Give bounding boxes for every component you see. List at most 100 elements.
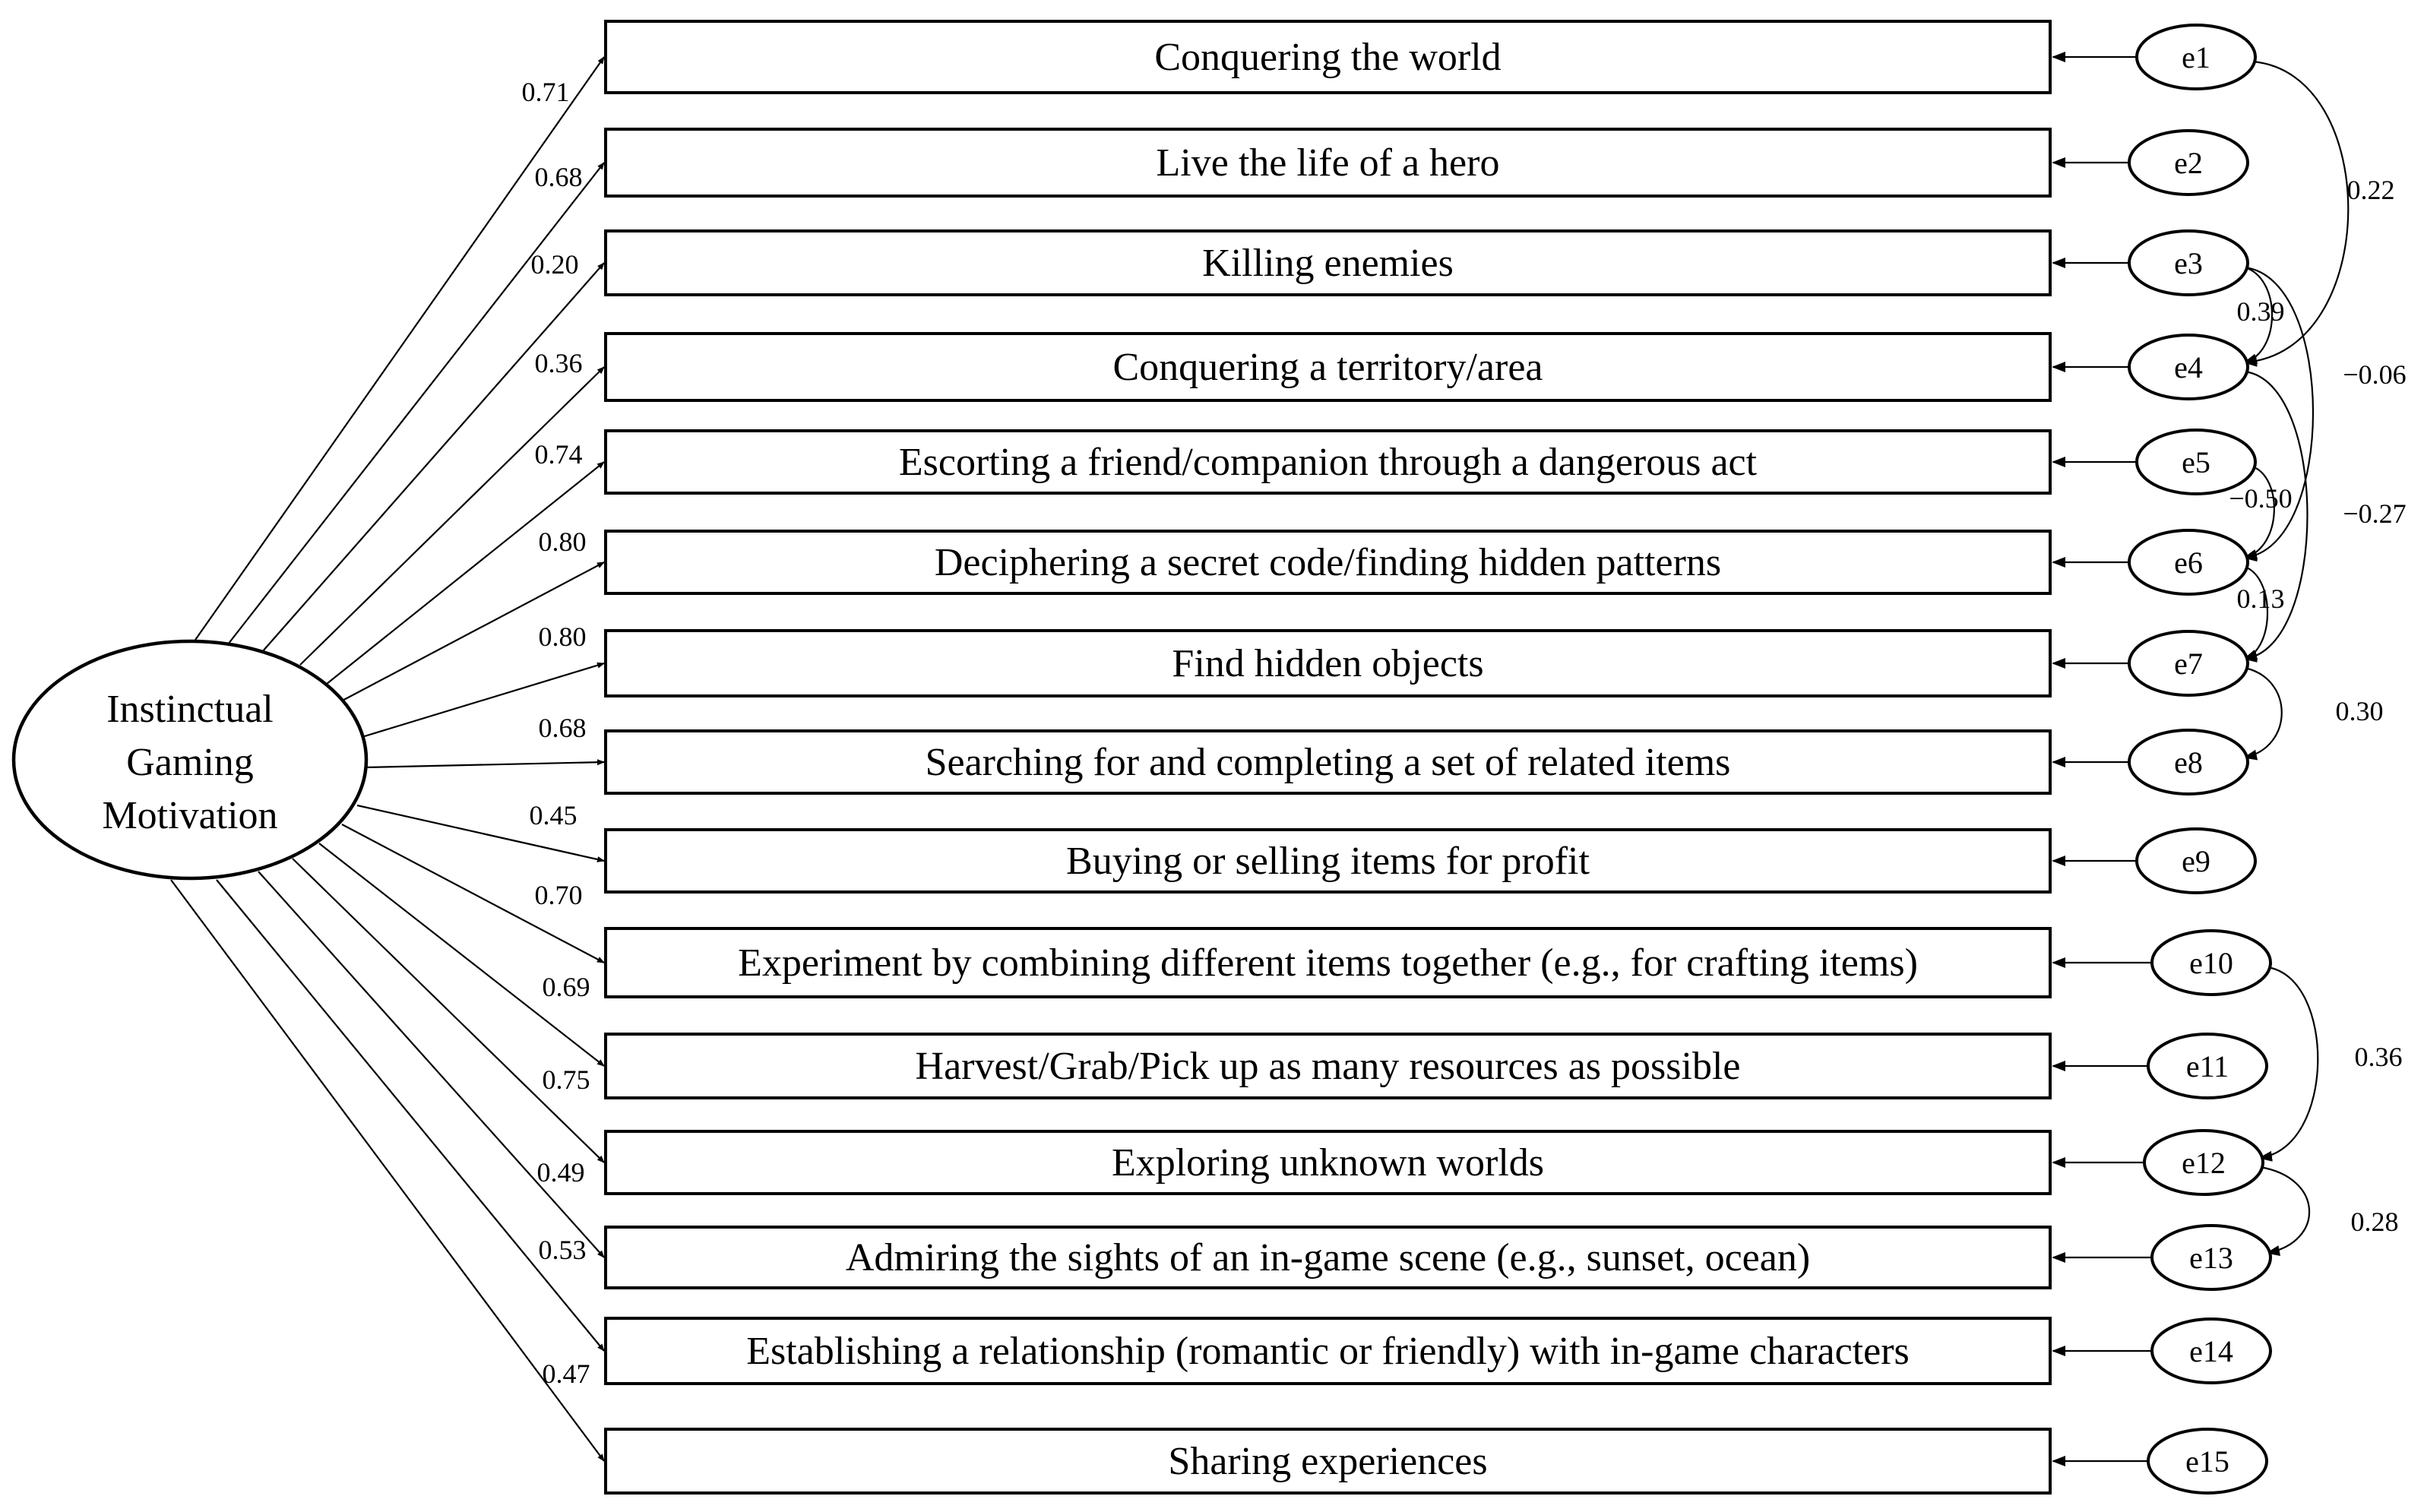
- latent-label-line-3: Motivation: [102, 794, 277, 837]
- covariance-value: −0.50: [2229, 483, 2292, 514]
- error-ellipse: [2150, 1317, 2272, 1384]
- covariance-arc: [2239, 55, 2350, 367]
- covariance-arc: [2231, 558, 2269, 660]
- error-term-e8: e8: [2128, 729, 2249, 796]
- indicator-label: Conquering the world: [1154, 36, 1501, 79]
- loading-path: [364, 759, 605, 769]
- error-label: e5: [2182, 445, 2210, 479]
- loading-path: [227, 162, 605, 645]
- loading-value: 0.80: [539, 527, 587, 557]
- indicator-10: Experiment by combining different items …: [604, 927, 2052, 998]
- error-label: e12: [2182, 1146, 2226, 1180]
- loading-value: 0.49: [537, 1157, 585, 1188]
- loading-path: [326, 461, 605, 685]
- loading-value: 0.69: [543, 972, 590, 1002]
- indicator-label: Sharing experiences: [1168, 1440, 1487, 1483]
- latent-ellipse: [11, 639, 369, 881]
- error-label: e13: [2189, 1241, 2233, 1275]
- indicator-label: Searching for and completing a set of re…: [926, 741, 1731, 784]
- indicator-box: [604, 828, 2052, 894]
- indicator-box: [604, 729, 2052, 795]
- covariance-arc: [2231, 660, 2283, 761]
- error-term-e7: e7: [2128, 630, 2249, 697]
- loading-path: [341, 824, 605, 963]
- indicator-11: Harvest/Grab/Pick up as many resources a…: [604, 1033, 2052, 1099]
- indicator-box: [604, 629, 2052, 697]
- error-term-e2: e2: [2128, 129, 2249, 196]
- loading-path: [337, 561, 605, 704]
- error-ellipse: [2128, 129, 2249, 196]
- error-term-e12: e12: [2143, 1129, 2264, 1196]
- error-label: e11: [2186, 1049, 2229, 1083]
- latent-label-line-2: Gaming: [126, 741, 254, 784]
- latent-factor: Instinctual Gaming Motivation: [11, 639, 369, 881]
- covariance-value: −0.06: [2343, 359, 2406, 390]
- covariance-value: 0.22: [2347, 175, 2395, 205]
- indicator-box: [604, 927, 2052, 998]
- error-term-e6: e6: [2128, 529, 2249, 596]
- covariance-arc: [2247, 1159, 2311, 1256]
- error-label: e4: [2174, 350, 2203, 384]
- covariance-value: 0.36: [2355, 1042, 2403, 1072]
- error-label: e3: [2174, 246, 2203, 280]
- covariance-arc: [2255, 960, 2319, 1162]
- indicator-box: [604, 1226, 2052, 1289]
- loading-path: [349, 662, 605, 742]
- error-label: e9: [2182, 844, 2210, 878]
- indicator-1: Conquering the world: [604, 20, 2052, 94]
- indicator-box: [604, 1317, 2052, 1385]
- indicator-6: Deciphering a secret code/finding hidden…: [604, 530, 2052, 595]
- indicator-label: Conquering a territory/area: [1113, 346, 1543, 389]
- loading-path: [193, 56, 605, 643]
- error-label: e14: [2189, 1334, 2233, 1368]
- error-term-e13: e13: [2150, 1224, 2272, 1291]
- indicator-3: Killing enemies: [604, 229, 2052, 296]
- error-term-e14: e14: [2150, 1317, 2272, 1384]
- covariance-value: −0.27: [2343, 498, 2406, 529]
- loading-path: [258, 871, 605, 1258]
- indicator-8: Searching for and completing a set of re…: [604, 729, 2052, 795]
- loading-value: 0.20: [531, 249, 579, 280]
- indicator-box: [604, 229, 2052, 296]
- indicator-9: Buying or selling items for profit: [604, 828, 2052, 894]
- loading-value: 0.70: [535, 880, 583, 910]
- error-term-e9: e9: [2135, 827, 2257, 894]
- error-ellipse: [2150, 1224, 2272, 1291]
- error-term-e4: e4: [2128, 334, 2249, 400]
- covariance-value: 0.28: [2351, 1207, 2399, 1237]
- error-ellipse: [2135, 429, 2257, 495]
- indicator-box: [604, 1428, 2052, 1495]
- error-label: e1: [2182, 40, 2210, 74]
- indicator-7: Find hidden objects: [604, 629, 2052, 697]
- loading-value: 0.36: [535, 348, 583, 378]
- indicator-label: Experiment by combining different items …: [738, 941, 1918, 985]
- loading-value: 0.74: [535, 439, 583, 470]
- error-ellipse: [2128, 334, 2249, 400]
- indicator-12: Exploring unknown worlds: [604, 1130, 2052, 1195]
- loading-path: [170, 879, 605, 1462]
- loading-path: [356, 804, 605, 862]
- error-ellipse: [2128, 529, 2249, 596]
- loading-value: 0.45: [530, 800, 578, 830]
- loading-value: 0.47: [543, 1359, 590, 1389]
- loading-value: 0.68: [539, 713, 587, 743]
- indicator-label: Establishing a relationship (romantic or…: [746, 1330, 1910, 1373]
- indicator-box: [604, 429, 2052, 495]
- loading-path: [299, 366, 605, 666]
- latent-label-line-1: Instinctual: [106, 688, 274, 731]
- error-term-e11: e11: [2147, 1033, 2268, 1099]
- error-ellipse: [2128, 229, 2249, 296]
- error-ellipse: [2143, 1129, 2264, 1196]
- error-ellipse: [2128, 729, 2249, 796]
- indicator-label: Find hidden objects: [1172, 642, 1483, 685]
- indicator-box: [604, 128, 2052, 198]
- indicator-14: Establishing a relationship (romantic or…: [604, 1317, 2052, 1385]
- covariance-arc: [2232, 261, 2314, 562]
- indicator-15: Sharing experiences: [604, 1428, 2052, 1495]
- loading-value: 0.75: [543, 1064, 590, 1095]
- covariance-arc: [2232, 364, 2308, 663]
- error-ellipse: [2147, 1428, 2268, 1495]
- loading-path: [216, 879, 605, 1352]
- covariance-value: 0.13: [2237, 584, 2285, 614]
